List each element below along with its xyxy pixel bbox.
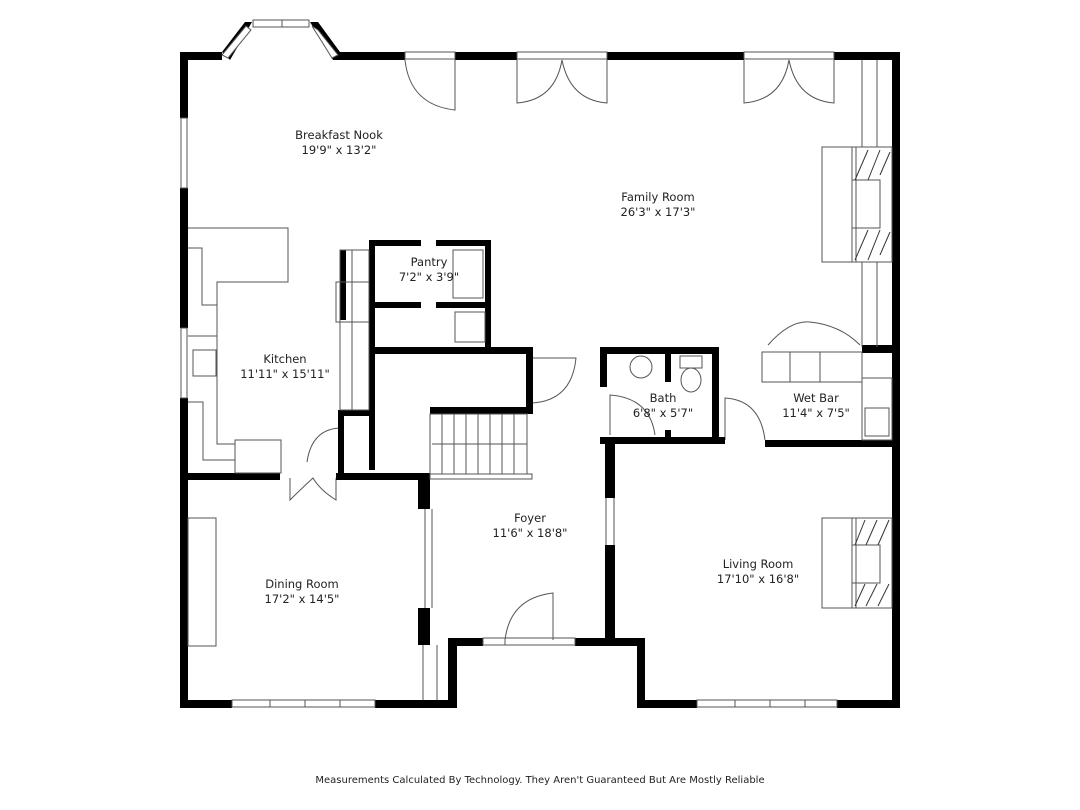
room-wet-bar: Wet Bar 11'4" x 7'5" (782, 391, 850, 421)
doors (289, 51, 835, 645)
room-dimensions: 26'3" x 17'3" (620, 205, 696, 219)
room-dimensions: 17'2" x 14'5" (264, 592, 340, 606)
room-dimensions: 17'10" x 16'8" (716, 572, 800, 586)
room-name: Family Room (621, 190, 695, 204)
room-dimensions: 19'9" x 13'2" (301, 143, 377, 157)
room-dimensions: 7'2" x 3'9" (398, 270, 460, 284)
interior-walls (180, 240, 900, 645)
room-family-room: Family Room 26'3" x 17'3" (621, 190, 696, 220)
fireplace-hatching (854, 149, 891, 607)
room-name: Bath (649, 391, 677, 405)
room-living-room: Living Room 17'10" x 16'8" (717, 557, 799, 587)
room-name: Pantry (410, 255, 448, 269)
room-name: Kitchen (263, 352, 307, 366)
measurement-disclaimer: Measurements Calculated By Technology. T… (315, 775, 765, 786)
room-name: Breakfast Nook (295, 128, 383, 142)
room-kitchen: Kitchen 11'11" x 15'11" (240, 352, 330, 382)
room-foyer: Foyer 11'6" x 18'8" (493, 511, 568, 541)
room-dimensions: 11'6" x 18'8" (492, 526, 568, 540)
room-bath: Bath 6'8" x 5'7" (633, 391, 693, 421)
room-breakfast-nook: Breakfast Nook 19'9" x 13'2" (295, 128, 383, 158)
room-name: Living Room (722, 557, 794, 571)
room-dimensions: 11'4" x 7'5" (782, 406, 850, 420)
stairs (429, 413, 533, 480)
room-dining-room: Dining Room 17'2" x 14'5" (265, 577, 340, 607)
room-name: Dining Room (265, 577, 339, 591)
room-name: Foyer (514, 511, 546, 525)
room-dimensions: 11'11" x 15'11" (240, 367, 330, 381)
room-name: Wet Bar (793, 391, 839, 405)
windows (180, 19, 838, 708)
room-dimensions: 6'8" x 5'7" (632, 406, 694, 420)
room-pantry: Pantry 7'2" x 3'9" (399, 255, 459, 285)
fixtures (187, 60, 893, 700)
